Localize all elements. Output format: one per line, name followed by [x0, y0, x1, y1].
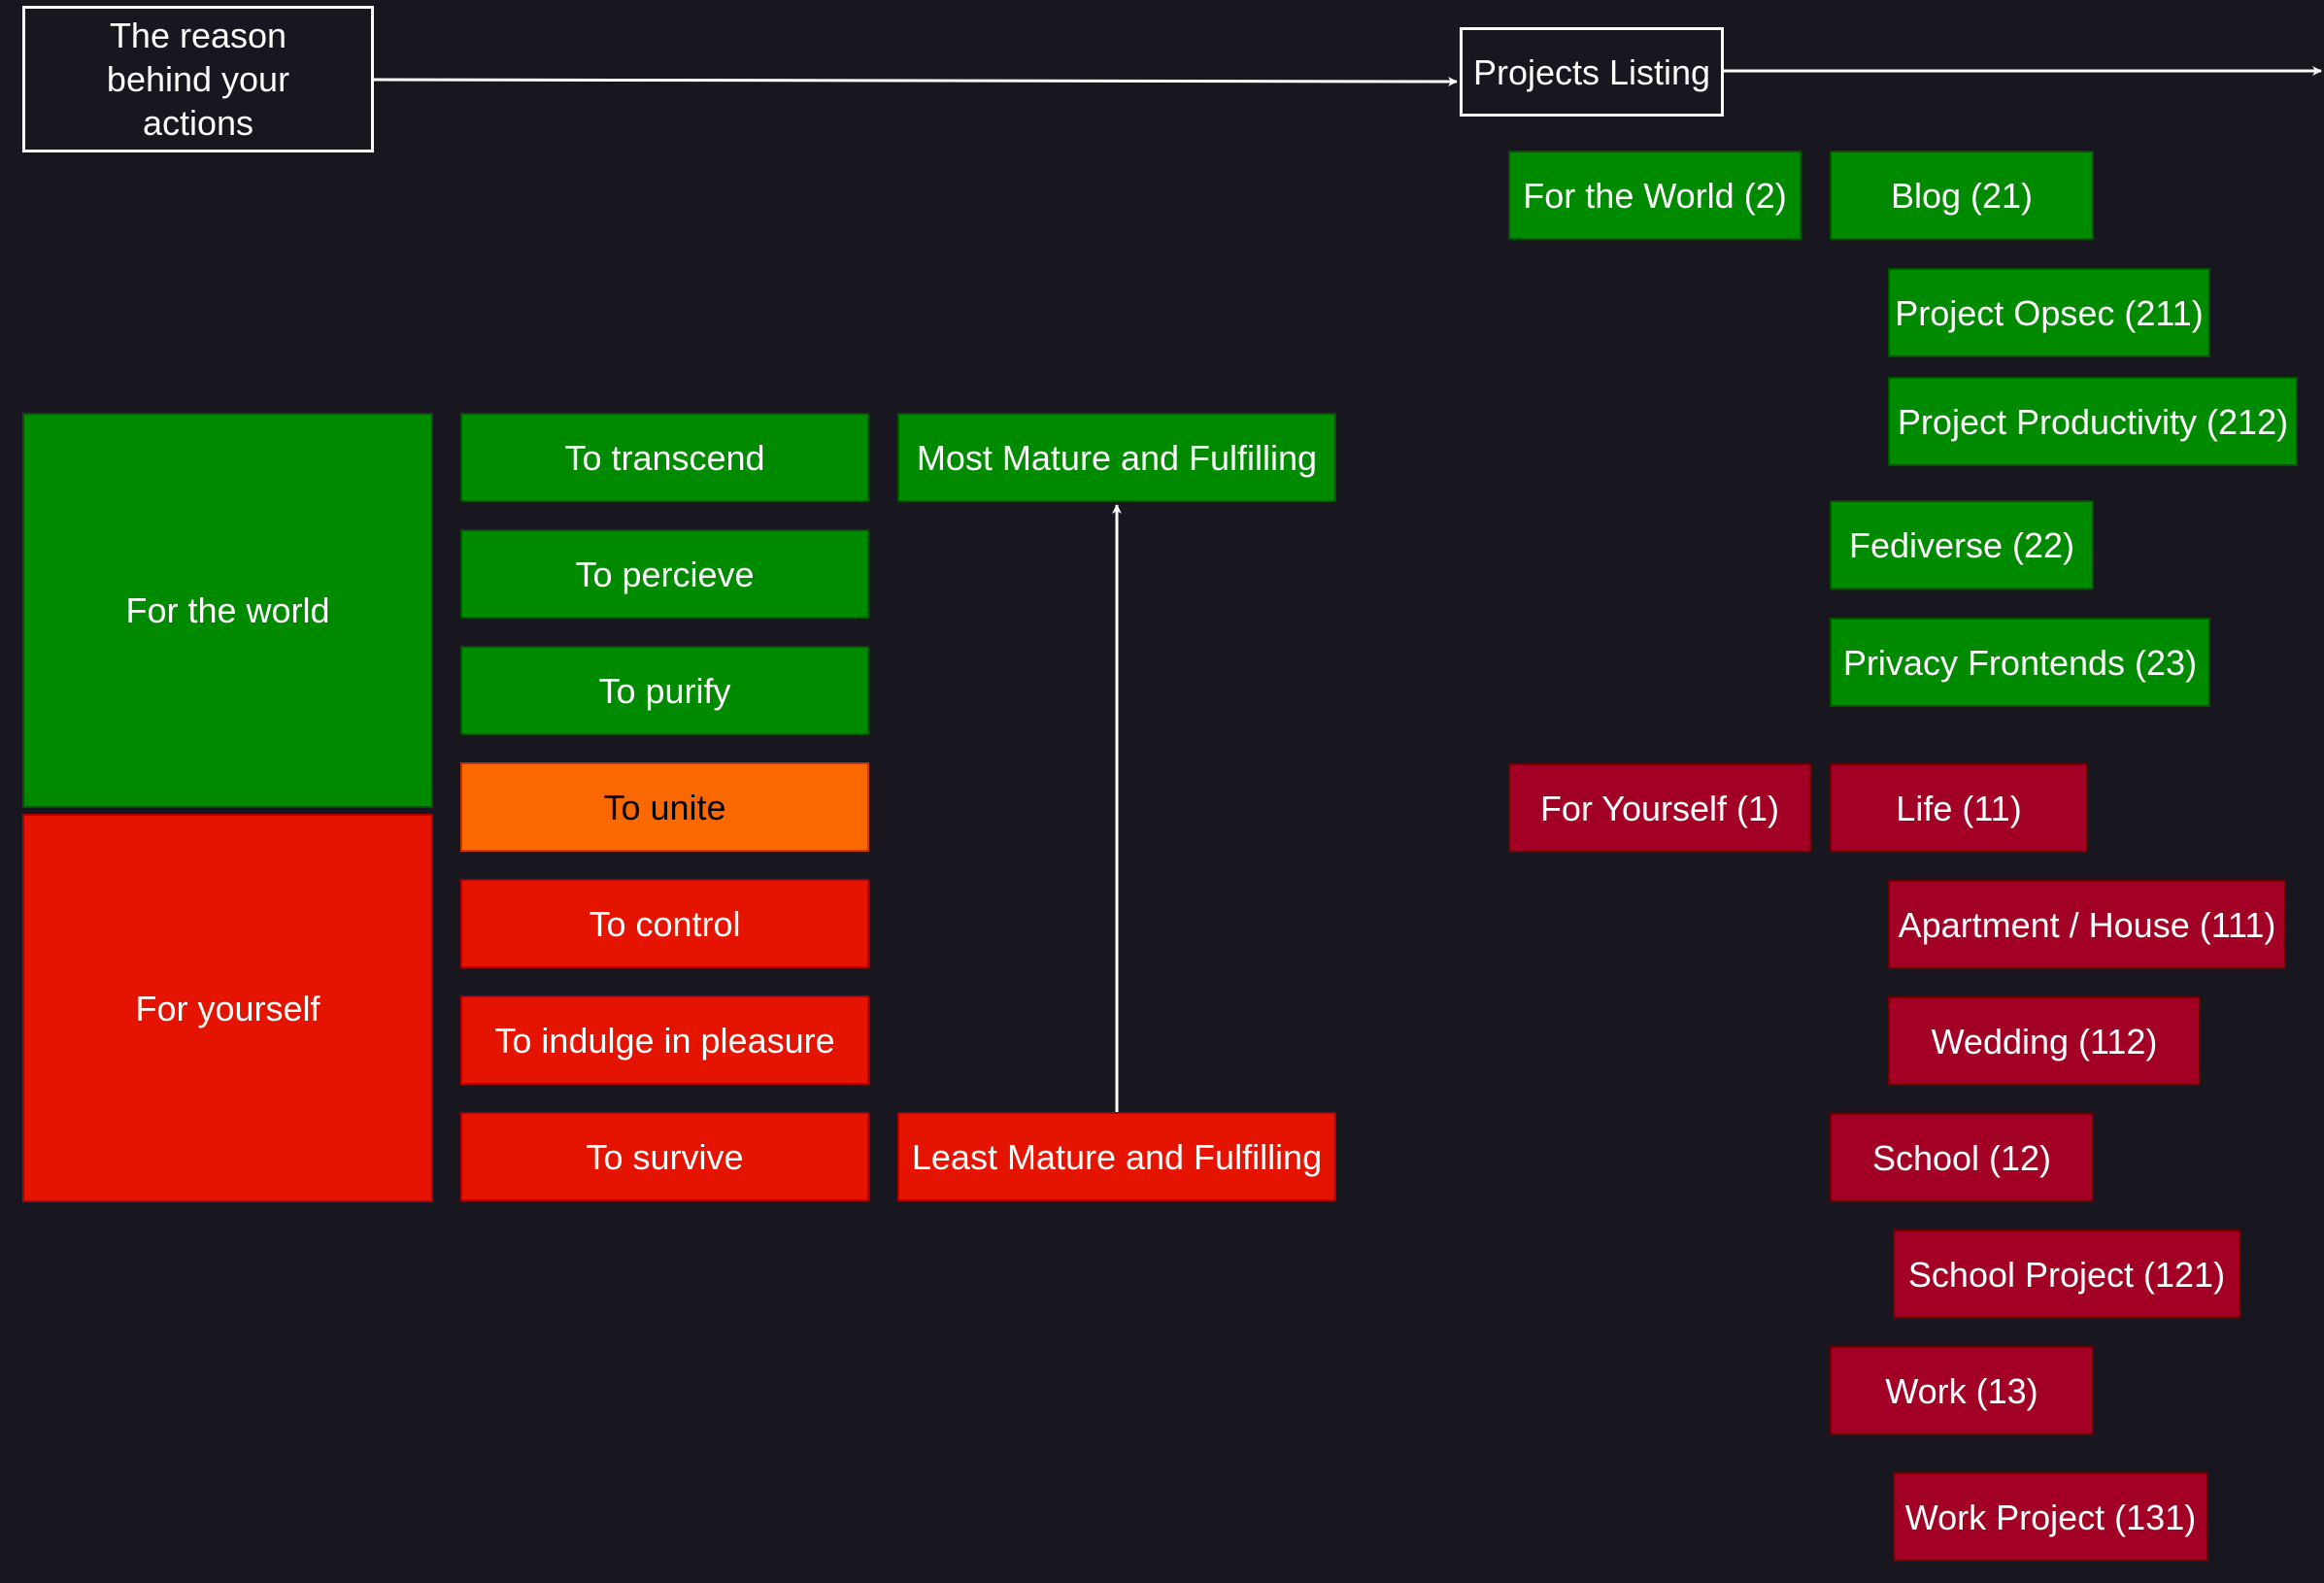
- least-mature-label: Least Mature and Fulfilling: [911, 1136, 1323, 1177]
- project-blog: Blog (21): [1830, 151, 2094, 240]
- motive-label: To purify: [598, 670, 731, 711]
- motive-transcend: To transcend: [460, 413, 869, 502]
- project-label: Work (13): [1885, 1370, 2038, 1411]
- motive-purify: To purify: [460, 646, 869, 735]
- world-group-label: For the world: [125, 590, 330, 630]
- motive-label: To unite: [603, 787, 726, 827]
- motive-control: To control: [460, 879, 869, 968]
- project-label: School Project (121): [1907, 1254, 2226, 1295]
- project-label: For the World (2): [1523, 175, 1787, 216]
- motive-indulge: To indulge in pleasure: [460, 995, 869, 1085]
- project-apartment-house: Apartment / House (111): [1888, 880, 2286, 969]
- projects-title-box: Projects Listing: [1460, 27, 1724, 117]
- motive-label: To control: [589, 903, 741, 944]
- project-work-project: Work Project (131): [1893, 1472, 2208, 1562]
- motive-label: To percieve: [575, 554, 755, 594]
- motive-unite: To unite: [460, 762, 869, 852]
- project-fediverse: Fediverse (22): [1830, 500, 2094, 589]
- project-label: Project Opsec (211): [1895, 292, 2204, 333]
- project-school-project: School Project (121): [1893, 1229, 2240, 1319]
- project-privacy-frontends: Privacy Frontends (23): [1830, 618, 2210, 707]
- project-work: Work (13): [1830, 1346, 2094, 1435]
- projects-title: Projects Listing: [1472, 51, 1711, 92]
- project-for-yourself: For Yourself (1): [1508, 763, 1811, 853]
- motive-survive: To survive: [460, 1112, 869, 1201]
- project-label: Blog (21): [1890, 175, 2034, 216]
- project-label: For Yourself (1): [1539, 788, 1780, 828]
- motive-label: To transcend: [564, 437, 765, 478]
- project-label: Life (11): [1896, 788, 2022, 828]
- project-label: Work Project (131): [1904, 1497, 2197, 1537]
- project-opsec: Project Opsec (211): [1888, 268, 2210, 357]
- project-life: Life (11): [1830, 763, 2088, 853]
- most-mature-label: Most Mature and Fulfilling: [916, 437, 1318, 478]
- project-label: Privacy Frontends (23): [1842, 642, 2198, 683]
- project-for-the-world: For the World (2): [1508, 151, 1802, 240]
- self-group-label: For yourself: [135, 988, 320, 1028]
- most-mature-box: Most Mature and Fulfilling: [897, 413, 1336, 502]
- world-group-box: For the world: [22, 413, 433, 808]
- motive-percieve: To percieve: [460, 529, 869, 619]
- self-group-box: For yourself: [22, 814, 433, 1202]
- project-label: School (12): [1871, 1137, 2052, 1178]
- reason-title-box: The reason behind your actions: [22, 6, 374, 152]
- project-productivity: Project Productivity (212): [1888, 377, 2298, 466]
- project-label: Fediverse (22): [1848, 524, 2075, 565]
- project-label: Project Productivity (212): [1897, 401, 2289, 442]
- project-label: Wedding (112): [1931, 1021, 2158, 1061]
- project-wedding: Wedding (112): [1888, 996, 2201, 1086]
- motive-label: To indulge in pleasure: [494, 1020, 835, 1061]
- least-mature-box: Least Mature and Fulfilling: [897, 1112, 1336, 1201]
- reason-title: The reason behind your actions: [106, 16, 290, 143]
- project-school: School (12): [1830, 1113, 2094, 1202]
- reason-to-projects-arrow: [372, 76, 1458, 86]
- motive-label: To survive: [586, 1136, 744, 1177]
- project-label: Apartment / House (111): [1898, 904, 2276, 945]
